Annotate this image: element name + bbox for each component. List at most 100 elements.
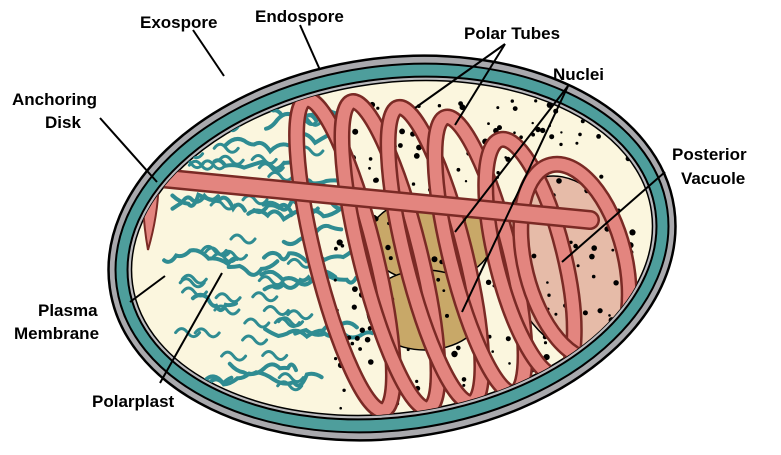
ribosome-dot: [531, 253, 537, 259]
ribosome-dot: [459, 104, 466, 111]
leader-nuclei-a: [454, 85, 569, 233]
ribosome-dot: [560, 131, 563, 134]
ribosome-dot: [547, 293, 551, 297]
ribosome-dot: [336, 239, 343, 246]
ribosome-dot: [513, 131, 516, 134]
label-nuclei: Nuclei: [553, 65, 604, 84]
ribosome-dot: [583, 400, 587, 404]
polarplast-lamella: [170, 192, 221, 211]
polarplast-squiggle: [193, 327, 221, 339]
ribosome-dot: [451, 350, 458, 358]
polarplast-squiggle: [261, 350, 289, 361]
ribosome-dot: [359, 327, 365, 333]
polarplast-lamella: [259, 269, 359, 287]
ribosome-dot: [358, 347, 362, 351]
ribosome-dot: [385, 244, 391, 251]
ribosome-dot: [540, 127, 546, 134]
ribosome-dot: [573, 243, 578, 249]
ribosome-dot: [629, 229, 636, 236]
ribosome-dot: [462, 383, 466, 387]
ribosome-dot: [456, 167, 461, 172]
ribosome-dot: [613, 280, 619, 286]
leader-plasma-membrane: [129, 275, 166, 303]
ribosome-dot: [373, 178, 378, 183]
ribosome-dot: [627, 382, 631, 386]
polarplast-squiggle: [277, 316, 305, 328]
ribosome-dot: [445, 313, 449, 318]
ribosome-dot: [512, 106, 518, 111]
labels: Exospore Endospore Polar Tubes Nuclei An…: [12, 7, 747, 411]
ribosome-dot: [415, 379, 419, 383]
polarplast-squiggle: [267, 170, 295, 182]
polarplast-squiggle: [181, 286, 208, 298]
polarplast-squiggle: [243, 317, 271, 329]
ribosome-dot: [456, 345, 461, 351]
ribosome-dot: [619, 403, 625, 409]
polarplast-squiggle: [178, 277, 206, 289]
ribosome-dot: [464, 180, 468, 183]
ribosome-dot: [596, 134, 601, 139]
ribosome-dot: [436, 277, 441, 282]
ribosome-dot: [505, 336, 511, 342]
ribosome-dot: [556, 178, 562, 184]
ribosome-dot: [406, 348, 410, 352]
ribosome-dot: [591, 245, 597, 251]
label-anchoring-disk-line2: Disk: [45, 113, 81, 132]
ribosome-dot: [619, 370, 624, 375]
ribosome-dot: [531, 121, 534, 125]
polarplast-squiggle: [241, 194, 269, 206]
ribosome-dot: [613, 98, 618, 103]
label-polarplast: Polarplast: [92, 392, 175, 411]
ribosome-dot: [461, 377, 467, 382]
ribosome-dot: [504, 156, 508, 159]
polarplast-squiggle: [277, 372, 305, 384]
ribosome-dot: [350, 341, 355, 346]
ribosome-dot: [491, 350, 495, 353]
ribosome-dot: [485, 279, 492, 285]
ribosome-dot: [580, 119, 585, 124]
polarplast-squiggle: [251, 291, 279, 303]
ribosome-dot: [342, 388, 346, 392]
polarplast-squiggle: [286, 309, 314, 321]
polarplast-lamella: [223, 132, 331, 155]
ribosome-dot: [554, 312, 558, 316]
polarplast-squiggle: [250, 154, 278, 165]
polarplast-squiggle: [257, 275, 285, 287]
label-endospore: Endospore: [255, 7, 344, 26]
polarplast-squiggle: [276, 380, 304, 392]
leader-nuclei-b: [461, 85, 569, 313]
polarplast-squiggle: [229, 233, 257, 245]
ribosome-dot: [376, 106, 380, 110]
ribosome-dot: [519, 135, 523, 139]
polarplast-squiggle: [262, 305, 290, 316]
label-polar-tubes: Polar Tubes: [464, 24, 560, 43]
polar-tube-coil: [335, 95, 445, 415]
ribosome-dot: [351, 304, 357, 310]
ribosome-dot: [431, 256, 438, 263]
ribosome-dot: [352, 286, 358, 292]
ribosome-dot: [497, 125, 502, 131]
ribosome-dot: [368, 157, 373, 161]
polarplast-squiggle: [212, 142, 240, 154]
ribosome-dot: [599, 174, 604, 179]
ribosome-dot: [597, 398, 601, 402]
ribosome-dot: [442, 289, 446, 292]
label-posterior-vacuole-line1: Posterior: [672, 145, 747, 164]
ribosome-dot: [576, 264, 580, 268]
ribosome-dot: [534, 99, 538, 103]
polar-tube-coil: [290, 93, 400, 417]
polarplast-squiggle: [200, 244, 228, 256]
ribosome-dot: [611, 248, 615, 252]
polar-tube-straight-section: [150, 168, 600, 230]
ribosome-dot: [510, 99, 514, 103]
ribosome-dot: [622, 100, 627, 105]
ribosome-dot: [575, 141, 579, 145]
leader-polar-tubes-a: [414, 43, 506, 109]
leader-lines: [99, 24, 666, 384]
ribosome-dot: [597, 308, 603, 314]
ribosome-dot: [496, 171, 500, 175]
ribosome-dot: [568, 386, 574, 392]
ribosome-dot: [413, 153, 420, 159]
polarplast-squiggle: [217, 154, 245, 166]
